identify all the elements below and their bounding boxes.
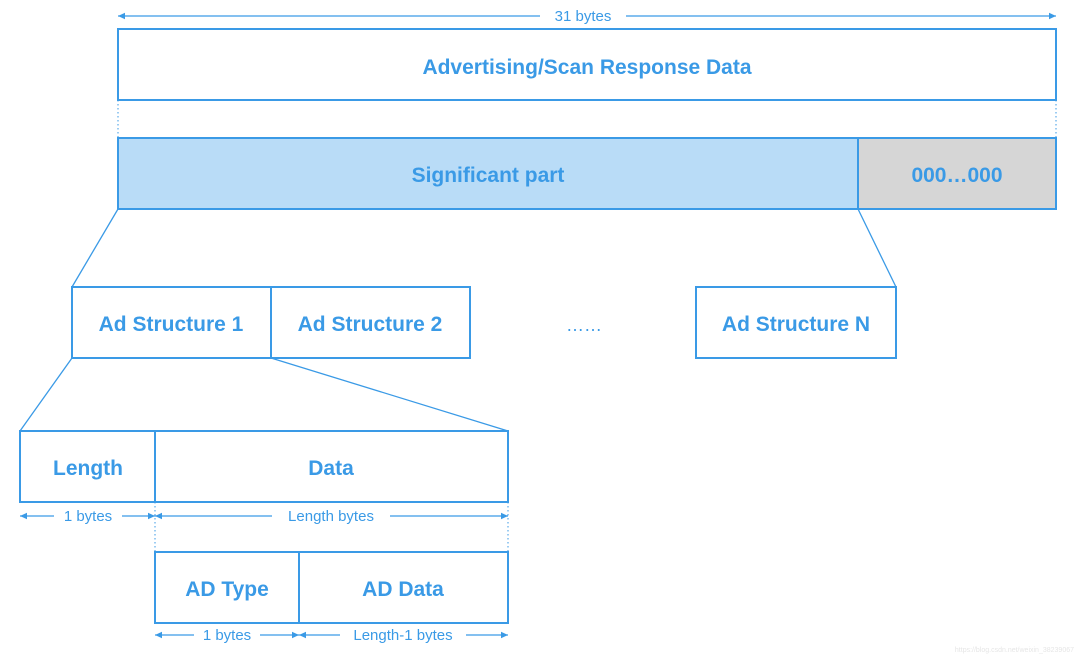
data-field-box: Data xyxy=(154,430,509,503)
ad-structure-n-box: Ad Structure N xyxy=(695,286,897,359)
ad-structures-ellipsis: …… xyxy=(566,315,602,335)
data-field-label: Data xyxy=(308,457,354,480)
ad-type-size-label: 1 bytes xyxy=(203,627,251,644)
expand-structure-line-right xyxy=(270,357,509,432)
length-field-box: Length xyxy=(19,430,156,503)
ad-type-label: AD Type xyxy=(185,578,269,601)
ad-data-label: AD Data xyxy=(362,578,444,601)
data-field-dimension: Length bytes xyxy=(155,508,508,525)
total-size-label: 31 bytes xyxy=(555,8,612,25)
ad-data-size-label: Length-1 bytes xyxy=(353,627,452,644)
ad-type-box: AD Type xyxy=(154,551,300,624)
advertising-data-label: Advertising/Scan Response Data xyxy=(422,56,751,79)
significant-part-label: Significant part xyxy=(412,164,565,187)
expand-line-left xyxy=(71,208,119,288)
advertising-data-box: Advertising/Scan Response Data xyxy=(117,28,1057,101)
data-field-size-label: Length bytes xyxy=(288,508,374,525)
total-size-dimension: 31 bytes xyxy=(118,8,1056,25)
expand-line-right xyxy=(857,208,897,288)
significant-part-box: Significant part xyxy=(117,137,859,210)
length-field-dimension: 1 bytes xyxy=(20,508,155,525)
ad-structure-1-box: Ad Structure 1 xyxy=(71,286,272,359)
length-field-size-label: 1 bytes xyxy=(64,508,112,525)
ad-type-dimension: 1 bytes xyxy=(155,627,299,644)
ad-data-box: AD Data xyxy=(298,551,509,624)
watermark: https://blog.csdn.net/weixin_38239067 xyxy=(955,647,1074,654)
length-field-label: Length xyxy=(53,457,123,480)
padding-box: 000…000 xyxy=(857,137,1057,210)
ad-structure-2-label: Ad Structure 2 xyxy=(298,313,443,336)
ad-structure-n-label: Ad Structure N xyxy=(722,313,870,336)
ad-structure-2-box: Ad Structure 2 xyxy=(270,286,471,359)
padding-label: 000…000 xyxy=(911,164,1002,187)
ad-data-dimension: Length-1 bytes xyxy=(299,627,508,644)
ad-structure-1-label: Ad Structure 1 xyxy=(99,313,244,336)
expand-structure-line-left xyxy=(19,357,73,432)
